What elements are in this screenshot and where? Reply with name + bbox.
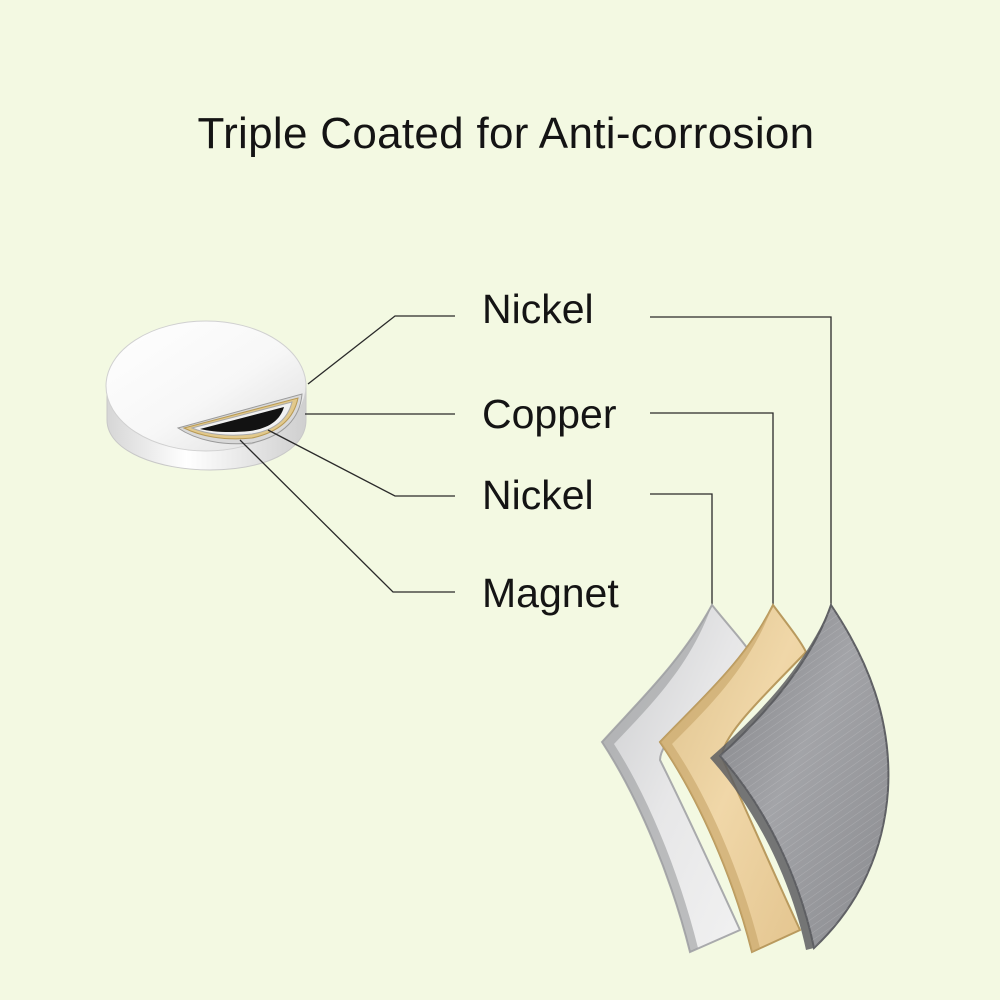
leader-sheet-copper <box>650 412 774 608</box>
leader-nickel-top <box>307 315 455 385</box>
leader-sheet-nickel-dark <box>650 316 832 608</box>
label-magnet: Magnet <box>482 570 619 616</box>
leader-nickel-mid <box>267 429 455 497</box>
cutaway-magnet-core <box>200 407 284 433</box>
disc-magnet-illustration <box>105 320 307 471</box>
leader-lines <box>239 315 455 593</box>
leader-sheet-nickel-light <box>650 493 713 608</box>
leader-magnet <box>239 439 455 593</box>
page-title: Triple Coated for Anti-corrosion <box>197 109 815 158</box>
label-nickel-outer: Nickel <box>482 286 594 332</box>
label-nickel-inner: Nickel <box>482 472 594 518</box>
sheet-leader-lines <box>650 316 832 608</box>
layer-sheets <box>600 602 890 954</box>
label-copper: Copper <box>482 391 617 437</box>
